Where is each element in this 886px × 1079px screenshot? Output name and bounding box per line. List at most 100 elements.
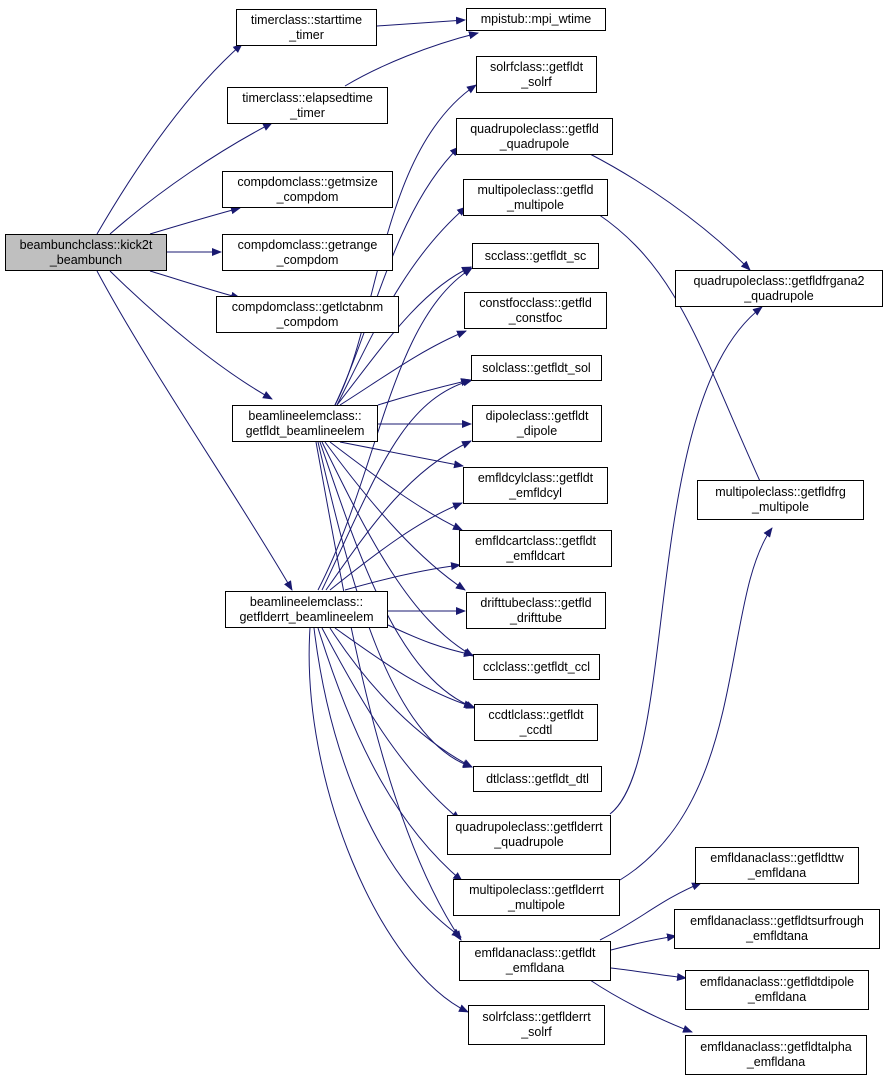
node-emfldana-getfldtsurfrough[interactable]: emfldanaclass::getfldtsurfrough_emfldtan… [674,909,880,949]
node-sol-getfldt[interactable]: solclass::getfldt_sol [471,355,602,381]
edge [609,306,763,815]
edge [324,441,466,591]
edge [321,441,474,657]
node-label: beamlineelemclass:: [249,594,364,609]
edge [376,16,466,27]
node-label: _solrf [521,74,552,89]
node-emfldana-getfldt[interactable]: emfldanaclass::getfldt_emfldana [459,941,611,981]
node-quadrupole-getfld[interactable]: quadrupoleclass::getfld_quadrupole [456,118,613,155]
node-label: beamlineelemclass:: [248,408,362,423]
node-solrf-getflderrt[interactable]: solrfclass::getflderrt_solrf [468,1005,605,1045]
node-emfldana-getfldtdipole[interactable]: emfldanaclass::getfldtdipole_emfldana [685,970,869,1010]
node-multipole-getfld[interactable]: multipoleclass::getfld_multipole [463,179,608,216]
node-drifttube-getfld[interactable]: drifttubeclass::getfld_drifttube [466,592,606,629]
node-label: _compdom [276,252,339,267]
node-label: multipoleclass::getflderrt [469,882,604,897]
edge [589,979,693,1033]
node-label: _solrf [521,1025,552,1039]
node-kick2t-beambunch[interactable]: beambunchclass::kick2t_beambunch [5,234,167,271]
edge [313,627,462,938]
node-label: emfldanaclass::getfldtsurfrough [690,914,864,928]
node-label: _quadrupole [494,835,564,849]
edge [329,627,473,768]
edge [329,502,463,591]
edge [321,627,461,821]
edge [317,627,463,882]
node-label: _emfldana [505,961,565,975]
node-sc-getfldt[interactable]: scclass::getfldt_sc [472,243,599,269]
edge [317,441,473,768]
node-label: quadrupoleclass::getflderrt [455,820,603,834]
node-getmsize-compdom[interactable]: compdomclass::getmsize_compdom [222,171,393,208]
node-constfoc-getfld[interactable]: constfocclass::getfld_constfoc [464,292,607,329]
node-getlctabnm-compdom[interactable]: compdomclass::getlctabnm_compdom [216,296,399,333]
node-getrange-compdom[interactable]: compdomclass::getrange_compdom [222,234,393,271]
edge [315,441,462,941]
node-label: emfldcartclass::getfldt [475,533,596,548]
node-label: solrfclass::getflderrt [482,1010,591,1024]
node-mpi-wtime[interactable]: mpistub::mpi_wtime [466,8,606,31]
node-ccl-getfldt[interactable]: cclclass::getfldt_ccl [473,654,600,680]
edge [109,122,273,235]
node-label: _constfoc [508,310,563,325]
edge [149,206,241,235]
node-label: _multipole [752,500,809,514]
node-label: quadrupoleclass::getfldfrgana2 [693,273,865,288]
edge [336,266,472,406]
node-label: compdomclass::getmsize [237,174,378,189]
edge [610,933,677,951]
node-label: compdomclass::getrange [237,237,378,252]
node-getflderrt-beamlineelem[interactable]: beamlineelemclass::getflderrt_beamlineel… [225,591,388,628]
edge [339,330,467,406]
node-label: getflderrt_beamlineelem [239,609,374,624]
edge [317,267,473,591]
node-quadrupole-getflderrt[interactable]: quadrupoleclass::getflderrt_quadrupole [447,815,611,855]
edge [599,882,702,941]
node-label: _beambunch [49,252,123,267]
node-label: _emfldana [746,1055,806,1069]
node-multipole-getflderrt[interactable]: multipoleclass::getflderrt_multipole [453,879,620,916]
edge [610,967,687,981]
node-label: constfocclass::getfld [479,295,592,310]
node-elapsedtime-timer[interactable]: timerclass::elapsedtime_timer [227,87,388,124]
node-emfldcyl-getfldt[interactable]: emfldcylclass::getfldt_emfldcyl [463,467,608,504]
node-label: _drifttube [509,610,563,625]
node-label: drifttubeclass::getfld [480,595,592,610]
edge [589,153,751,271]
edge [96,270,293,591]
node-emfldana-getfldtalpha[interactable]: emfldanaclass::getfldtalpha_emfldana [685,1035,867,1075]
node-label: solrfclass::getfldt [489,59,584,74]
node-label: _timer [290,105,325,120]
edge [325,440,472,591]
edge [96,43,243,235]
node-label: compdomclass::getlctabnm [231,299,384,314]
node-label: timerclass::starttime [250,12,363,27]
node-emfldana-getfldttw[interactable]: emfldanaclass::getfldttw_emfldana [695,847,859,884]
node-label: cclclass::getfldt_ccl [483,659,590,674]
edge [339,441,464,469]
node-label: _timer [289,27,324,42]
node-label: _emfldtana [746,929,808,943]
node-label: mpistub::mpi_wtime [480,12,592,26]
node-starttime-timer[interactable]: timerclass::starttime_timer [236,9,377,46]
edge [308,627,469,1013]
node-dipole-getfldt[interactable]: dipoleclass::getfldt_dipole [472,405,602,442]
edge [344,562,461,591]
node-label: emfldanaclass::getfldt [474,946,596,960]
node-getfldt-beamlineelem[interactable]: beamlineelemclass::getfldt_beamlineelem [232,405,378,442]
node-multipole-getfldfrg[interactable]: multipoleclass::getfldfrg_multipole [697,480,864,520]
node-label: dtlclass::getfldt_dtl [486,771,589,786]
node-label: multipoleclass::getfldfrg [715,485,846,499]
node-label: emfldanaclass::getfldtdipole [699,975,855,989]
node-emfldcart-getfldt[interactable]: emfldcartclass::getfldt_emfldcart [459,530,612,567]
node-label: _ccdtl [519,722,553,737]
node-quadrupole-getfldfrgana2[interactable]: quadrupoleclass::getfldfrgana2_quadrupol… [675,270,883,307]
edge [329,441,463,531]
node-dtl-getfldt[interactable]: dtlclass::getfldt_dtl [473,766,602,792]
node-solrf-getfldt[interactable]: solrfclass::getfldt_solrf [476,56,597,93]
node-ccdtl-getfldt[interactable]: ccdtlclass::getfldt_ccdtl [474,704,598,741]
node-label: emfldanaclass::getfldttw [710,850,844,865]
edge [109,270,273,400]
node-label: _multipole [508,897,565,912]
